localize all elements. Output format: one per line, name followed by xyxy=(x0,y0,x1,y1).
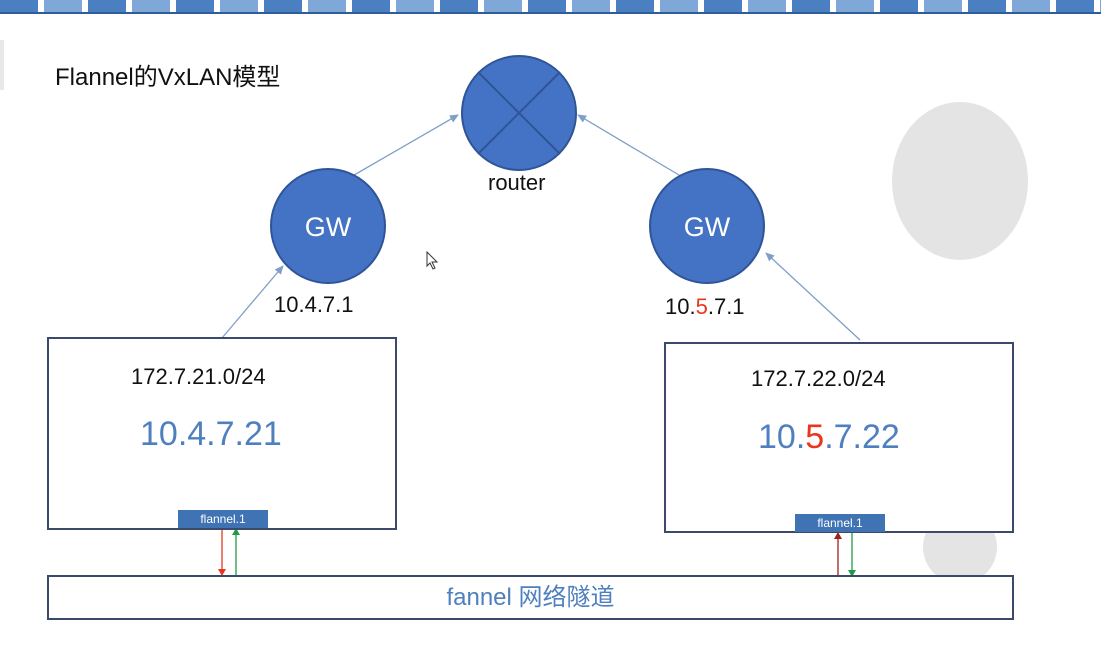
gw-right-text: GW xyxy=(684,212,731,242)
gw-right-ip-suffix: .7.1 xyxy=(707,294,745,319)
link-host-right-to-gw xyxy=(765,252,861,341)
tunnel-label: fannel 网络隧道 xyxy=(446,584,615,611)
gw-right-ip-highlight: 5 xyxy=(695,294,708,319)
decorative-circle-large xyxy=(892,102,1028,260)
host-left-subnet: 172.7.21.0/24 xyxy=(131,364,266,389)
link-gw-left-to-router xyxy=(348,114,459,179)
host-right-ip-suffix: .7.22 xyxy=(824,418,900,456)
host-left-box xyxy=(47,337,397,530)
host-right-box xyxy=(664,342,1014,533)
diagram-title: Flannel的VxLAN模型 xyxy=(55,64,281,91)
link-gw-right-to-router xyxy=(577,114,685,179)
host-right-ip-prefix: 10. xyxy=(758,418,806,456)
gw-right-ip-prefix: 10. xyxy=(665,294,696,319)
host-left-ip: 10.4.7.21 xyxy=(140,415,282,453)
link-host-left-to-gw xyxy=(221,265,284,339)
mouse-cursor-icon xyxy=(426,251,439,270)
slide-header-band xyxy=(0,0,1101,14)
slide-edge-marker xyxy=(0,40,4,90)
host-right-flannel-interface: flannel.1 xyxy=(795,514,885,532)
gw-right-ip: 10.5.7.1 xyxy=(665,294,745,320)
gw-right-node xyxy=(649,168,765,284)
gw-left-text: GW xyxy=(305,212,352,242)
host-right-ip-highlight: 5 xyxy=(805,418,825,456)
gw-left-node xyxy=(270,168,386,284)
router-label: router xyxy=(488,170,546,195)
host-right-subnet: 172.7.22.0/24 xyxy=(751,366,886,391)
host-right-ip: 10.5.7.22 xyxy=(758,418,900,457)
flannel-tunnel-bar: fannel 网络隧道 xyxy=(47,575,1014,620)
host-left-flannel-interface: flannel.1 xyxy=(178,510,268,528)
gw-left-ip: 10.4.7.1 xyxy=(274,292,354,317)
router-cross-icon xyxy=(461,55,577,171)
